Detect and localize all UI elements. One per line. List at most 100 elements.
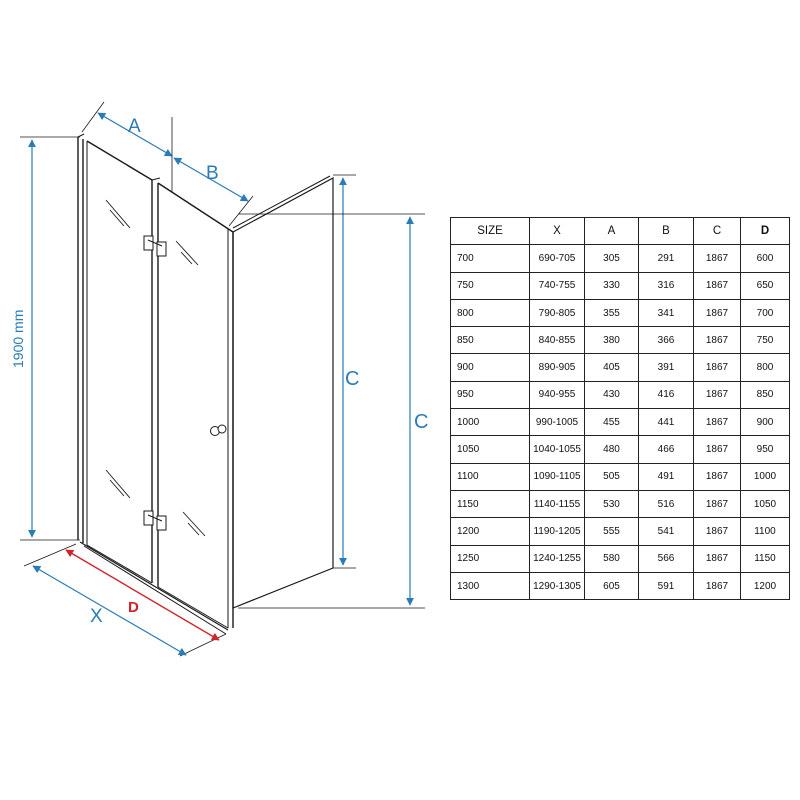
table-cell: 1867 (693, 462, 741, 491)
door-structure (77, 133, 334, 635)
table-cell: 750 (450, 271, 530, 300)
table-cell: 1200 (740, 571, 790, 601)
header-d: D (740, 216, 790, 246)
table-cell: 580 (584, 544, 639, 573)
table-cell: 1867 (693, 353, 741, 382)
table-cell: 391 (638, 353, 694, 382)
table-cell: 591 (638, 571, 694, 601)
table-cell: 750 (740, 326, 790, 355)
label-c-inner: C (345, 368, 359, 390)
table-cell: 555 (584, 517, 639, 546)
table-cell: 1867 (693, 380, 741, 410)
dimension-line-d (65, 549, 220, 641)
table-cell: 1000 (450, 408, 530, 437)
table-cell: 541 (638, 517, 694, 546)
table-cell: 950 (450, 380, 530, 410)
table-cell: 1300 (450, 571, 530, 601)
table-cell: 840-855 (529, 326, 585, 355)
table-cell: 1240-1255 (529, 544, 585, 573)
hinge-bottom-icon (143, 510, 167, 531)
table-cell: 291 (638, 244, 694, 273)
table-cell: 650 (740, 271, 790, 300)
table-cell: 1867 (693, 489, 741, 519)
header-b: B (638, 216, 694, 246)
table-cell: 1867 (693, 571, 741, 601)
table-cell: 1867 (693, 271, 741, 300)
table-cell: 690-705 (529, 244, 585, 273)
table-cell: 1867 (693, 298, 741, 328)
door-knob-icon (210, 424, 227, 436)
table-cell: 940-955 (529, 380, 585, 410)
table-cell: 380 (584, 326, 639, 355)
table-cell: 1867 (693, 326, 741, 355)
table-cell: 900 (450, 353, 530, 382)
header-size: SIZE (450, 216, 530, 246)
table-cell: 950 (740, 435, 790, 464)
dimension-lines (20, 101, 425, 657)
table-cell: 430 (584, 380, 639, 410)
table-cell: 1050 (740, 489, 790, 519)
table-cell: 1040-1055 (529, 435, 585, 464)
hinge-top-icon (143, 235, 167, 257)
table-cell: 1090-1105 (529, 462, 585, 491)
table-cell: 530 (584, 489, 639, 519)
table-cell: 700 (740, 298, 790, 328)
label-b: B (206, 163, 219, 184)
table-cell: 1140-1155 (529, 489, 585, 519)
table-cell: 566 (638, 544, 694, 573)
header-c: C (693, 216, 741, 246)
table-cell: 1200 (450, 517, 530, 546)
table-cell: 491 (638, 462, 694, 491)
table-cell: 341 (638, 298, 694, 328)
table-cell: 600 (740, 244, 790, 273)
table-cell: 355 (584, 298, 639, 328)
table-cell: 850 (450, 326, 530, 355)
table-cell: 516 (638, 489, 694, 519)
header-a: A (584, 216, 639, 246)
label-d: D (128, 599, 139, 616)
table-cell: 890-905 (529, 353, 585, 382)
table-cell: 366 (638, 326, 694, 355)
table-cell: 1867 (693, 544, 741, 573)
table-cell: 800 (450, 298, 530, 328)
table-cell: 700 (450, 244, 530, 273)
table-cell: 990-1005 (529, 408, 585, 437)
table-cell: 1867 (693, 517, 741, 546)
table-cell: 1100 (450, 462, 530, 491)
table-cell: 1867 (693, 244, 741, 273)
table-cell: 455 (584, 408, 639, 437)
table-cell: 330 (584, 271, 639, 300)
table-cell: 305 (584, 244, 639, 273)
table-cell: 441 (638, 408, 694, 437)
table-cell: 1050 (450, 435, 530, 464)
label-c-outer: C (414, 411, 428, 433)
table-cell: 900 (740, 408, 790, 437)
table-cell: 790-805 (529, 298, 585, 328)
table-cell: 505 (584, 462, 639, 491)
table-cell: 1290-1305 (529, 571, 585, 601)
table-cell: 1100 (740, 517, 790, 546)
table-cell: 1000 (740, 462, 790, 491)
label-a: A (128, 116, 141, 137)
table-header-row: SIZE X A B C D (450, 216, 790, 246)
table-cell: 850 (740, 380, 790, 410)
table-cell: 605 (584, 571, 639, 601)
table-cell: 1150 (740, 544, 790, 573)
table-cell: 740-755 (529, 271, 585, 300)
label-height: 1900 mm (10, 310, 26, 368)
header-x: X (529, 216, 585, 246)
table-cell: 405 (584, 353, 639, 382)
